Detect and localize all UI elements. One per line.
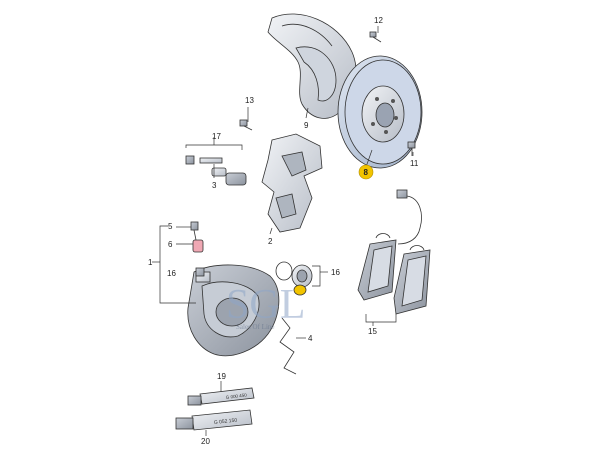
callout-17: 17 xyxy=(212,132,221,141)
callout-2: 2 xyxy=(268,237,273,246)
watermark-tagline: Sales Of Line xyxy=(236,323,275,331)
wear-sensor-wire xyxy=(396,189,422,245)
caliper-carrier xyxy=(261,133,323,233)
callout-15: 15 xyxy=(368,327,377,336)
callout-20: 20 xyxy=(201,437,210,446)
tube-20-text: G 052 150 xyxy=(214,418,238,426)
pad-clip-left xyxy=(375,233,391,239)
callout-12: 12 xyxy=(374,16,383,25)
callout-labels: 12 9 11 13 17 3 2 5 6 1 16 16 4 15 19 20 xyxy=(148,16,419,446)
caliper-bolt xyxy=(195,267,205,277)
splash-shield xyxy=(267,13,357,119)
retaining-spring xyxy=(279,317,297,375)
caliper-housing xyxy=(187,264,280,357)
bolt-12 xyxy=(369,31,382,43)
grease-tube-20: G 052 150 xyxy=(175,409,253,431)
guide-pin-set xyxy=(185,155,247,186)
watermark-logo: SGL Sales Of Line xyxy=(226,282,305,331)
bolt-11 xyxy=(407,141,416,156)
watermark-text: SGL xyxy=(226,282,305,328)
callout-3: 3 xyxy=(212,181,217,190)
bleed-cap xyxy=(192,239,204,253)
callout-8: 8 xyxy=(364,168,369,177)
callout-13: 13 xyxy=(245,96,254,105)
callout-4: 4 xyxy=(308,334,313,343)
callout-11: 11 xyxy=(410,159,419,168)
callout-9: 9 xyxy=(304,121,309,130)
callout-1: 1 xyxy=(148,258,153,267)
leader-lines xyxy=(152,26,414,436)
callout-5: 5 xyxy=(168,222,173,231)
grease-tube-19: G 000 450 xyxy=(187,387,255,406)
callout-6: 6 xyxy=(168,240,173,249)
callout-16-right: 16 xyxy=(331,268,340,277)
bleed-screw xyxy=(190,221,199,241)
tube-19-text: G 000 450 xyxy=(226,392,248,400)
callout-8-badge: 8 xyxy=(358,164,374,180)
callout-19: 19 xyxy=(217,372,226,381)
brake-pad-inner xyxy=(357,239,397,301)
piston-seal-kit xyxy=(275,261,313,296)
brake-disc xyxy=(337,55,423,169)
brake-pad-outer xyxy=(393,249,431,315)
bolt-13 xyxy=(239,119,253,131)
pad-clip-right xyxy=(409,245,425,251)
callout-16-left: 16 xyxy=(167,269,176,278)
